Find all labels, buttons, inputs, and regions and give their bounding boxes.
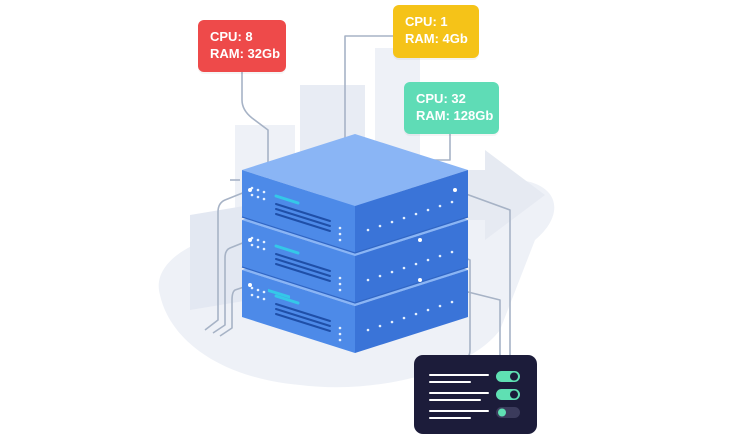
server-rack-icon <box>241 134 469 353</box>
ram-label: RAM: 128Gb <box>416 108 494 123</box>
cpu-label: CPU: 32 <box>416 91 466 106</box>
toggle-switch-icon[interactable] <box>496 407 520 418</box>
ram-label: RAM: 32Gb <box>210 46 281 61</box>
cpu-label: CPU: 8 <box>210 29 253 44</box>
spec-tag-green: CPU: 32 RAM: 128Gb <box>404 82 499 134</box>
cable-ports <box>248 188 457 287</box>
toggle-switch-icon[interactable] <box>496 371 520 382</box>
cpu-label: CPU: 1 <box>405 14 448 29</box>
spec-tag-yellow: CPU: 1 RAM: 4Gb <box>393 5 479 58</box>
server-unit-top <box>242 134 468 253</box>
ram-label: RAM: 4Gb <box>405 31 468 46</box>
toggle-switch-icon[interactable] <box>496 389 520 400</box>
control-panel <box>414 355 537 434</box>
server-leds <box>250 186 454 342</box>
backdrop-slab <box>190 205 250 310</box>
spec-tag-red: CPU: 8 RAM: 32Gb <box>198 20 286 72</box>
server-front-details <box>274 194 331 332</box>
